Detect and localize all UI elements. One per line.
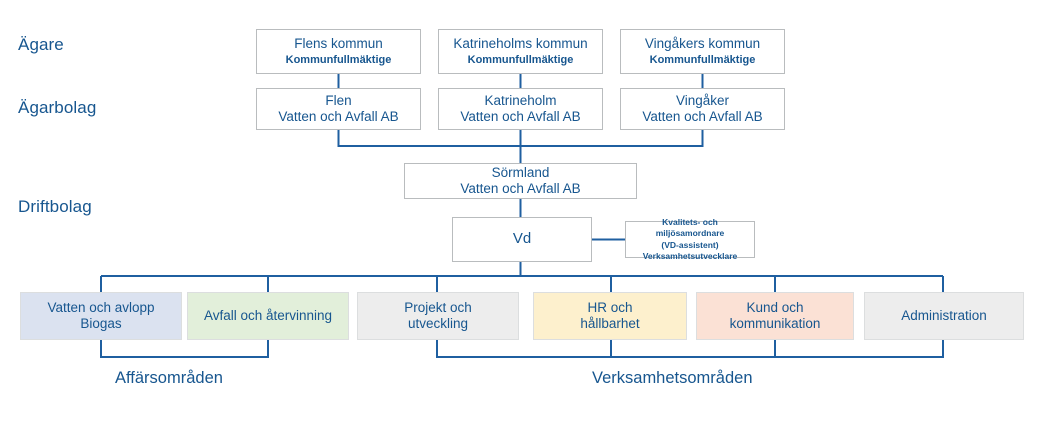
- company-line1: Vingåker: [675, 92, 730, 108]
- node-company-vingaker[interactable]: Vingåker Vatten och Avfall AB: [620, 88, 785, 130]
- owner-name: Vingåkers kommun: [644, 36, 761, 52]
- area-line2: utveckling: [407, 316, 469, 331]
- node-area-administration[interactable]: Administration: [864, 292, 1024, 340]
- node-company-katrineholm[interactable]: Katrineholm Vatten och Avfall AB: [438, 88, 603, 130]
- owner-name: Katrineholms kommun: [453, 36, 588, 52]
- area-line2: kommunikation: [729, 316, 821, 331]
- node-vd[interactable]: Vd: [452, 217, 592, 262]
- node-owner-flen[interactable]: Flens kommun Kommunfullmäktige: [256, 29, 421, 74]
- staff-line2: (VD-assistent): [661, 239, 719, 250]
- node-area-avfall-och-atervinning[interactable]: Avfall och återvinning: [187, 292, 349, 340]
- row-label-driftbolag: Driftbolag: [18, 197, 92, 216]
- owner-subtitle: Kommunfullmäktige: [285, 53, 392, 66]
- area-line1: Projekt och: [404, 299, 472, 315]
- area-line1: Avfall och återvinning: [203, 307, 333, 323]
- company-line2: Vatten och Avfall AB: [642, 109, 763, 124]
- node-area-kund-och-kommunikation[interactable]: Kund och kommunikation: [696, 292, 854, 340]
- area-line2: hållbarhet: [580, 316, 640, 331]
- node-owner-katrineholm[interactable]: Katrineholms kommun Kommunfullmäktige: [438, 29, 603, 74]
- row-label-agarbolag: Ägarbolag: [18, 98, 97, 117]
- group-label-affarsomraden: Affärsområden: [115, 369, 223, 387]
- area-line2: Biogas: [80, 316, 122, 331]
- group-label-verksamhetsomraden: Verksamhetsområden: [592, 369, 753, 387]
- area-line1: HR och: [587, 299, 633, 315]
- node-area-projekt-och-utveckling[interactable]: Projekt och utveckling: [357, 292, 519, 340]
- node-area-hr-och-hallbarhet[interactable]: HR och hållbarhet: [533, 292, 687, 340]
- area-line1: Vatten och avlopp: [47, 299, 155, 315]
- row-label-agare: Ägare: [18, 35, 64, 54]
- operating-company-line2: Vatten och Avfall AB: [460, 181, 581, 196]
- staff-line1: Kvalitets- och miljösamordnare: [655, 217, 725, 239]
- owner-subtitle: Kommunfullmäktige: [467, 53, 574, 66]
- owner-name: Flens kommun: [294, 36, 383, 52]
- company-line2: Vatten och Avfall AB: [278, 109, 399, 124]
- area-line1: Kund och: [746, 299, 804, 315]
- node-staff-functions[interactable]: Kvalitets- och miljösamordnare (VD-assis…: [625, 217, 755, 261]
- node-area-vatten-och-avlopp-biogas[interactable]: Vatten och avlopp Biogas: [20, 292, 182, 340]
- vd-label: Vd: [512, 230, 532, 248]
- company-line2: Vatten och Avfall AB: [460, 109, 581, 124]
- company-line1: Katrineholm: [484, 92, 557, 108]
- area-line1: Administration: [901, 307, 987, 323]
- node-owner-vingaker[interactable]: Vingåkers kommun Kommunfullmäktige: [620, 29, 785, 74]
- owner-subtitle: Kommunfullmäktige: [649, 53, 756, 66]
- operating-company-line1: Sörmland: [491, 164, 550, 180]
- company-line1: Flen: [325, 92, 352, 108]
- node-operating-company[interactable]: Sörmland Vatten och Avfall AB: [404, 163, 637, 199]
- staff-line3: Verksamhetsutvecklare: [642, 250, 738, 261]
- node-company-flen[interactable]: Flen Vatten och Avfall AB: [256, 88, 421, 130]
